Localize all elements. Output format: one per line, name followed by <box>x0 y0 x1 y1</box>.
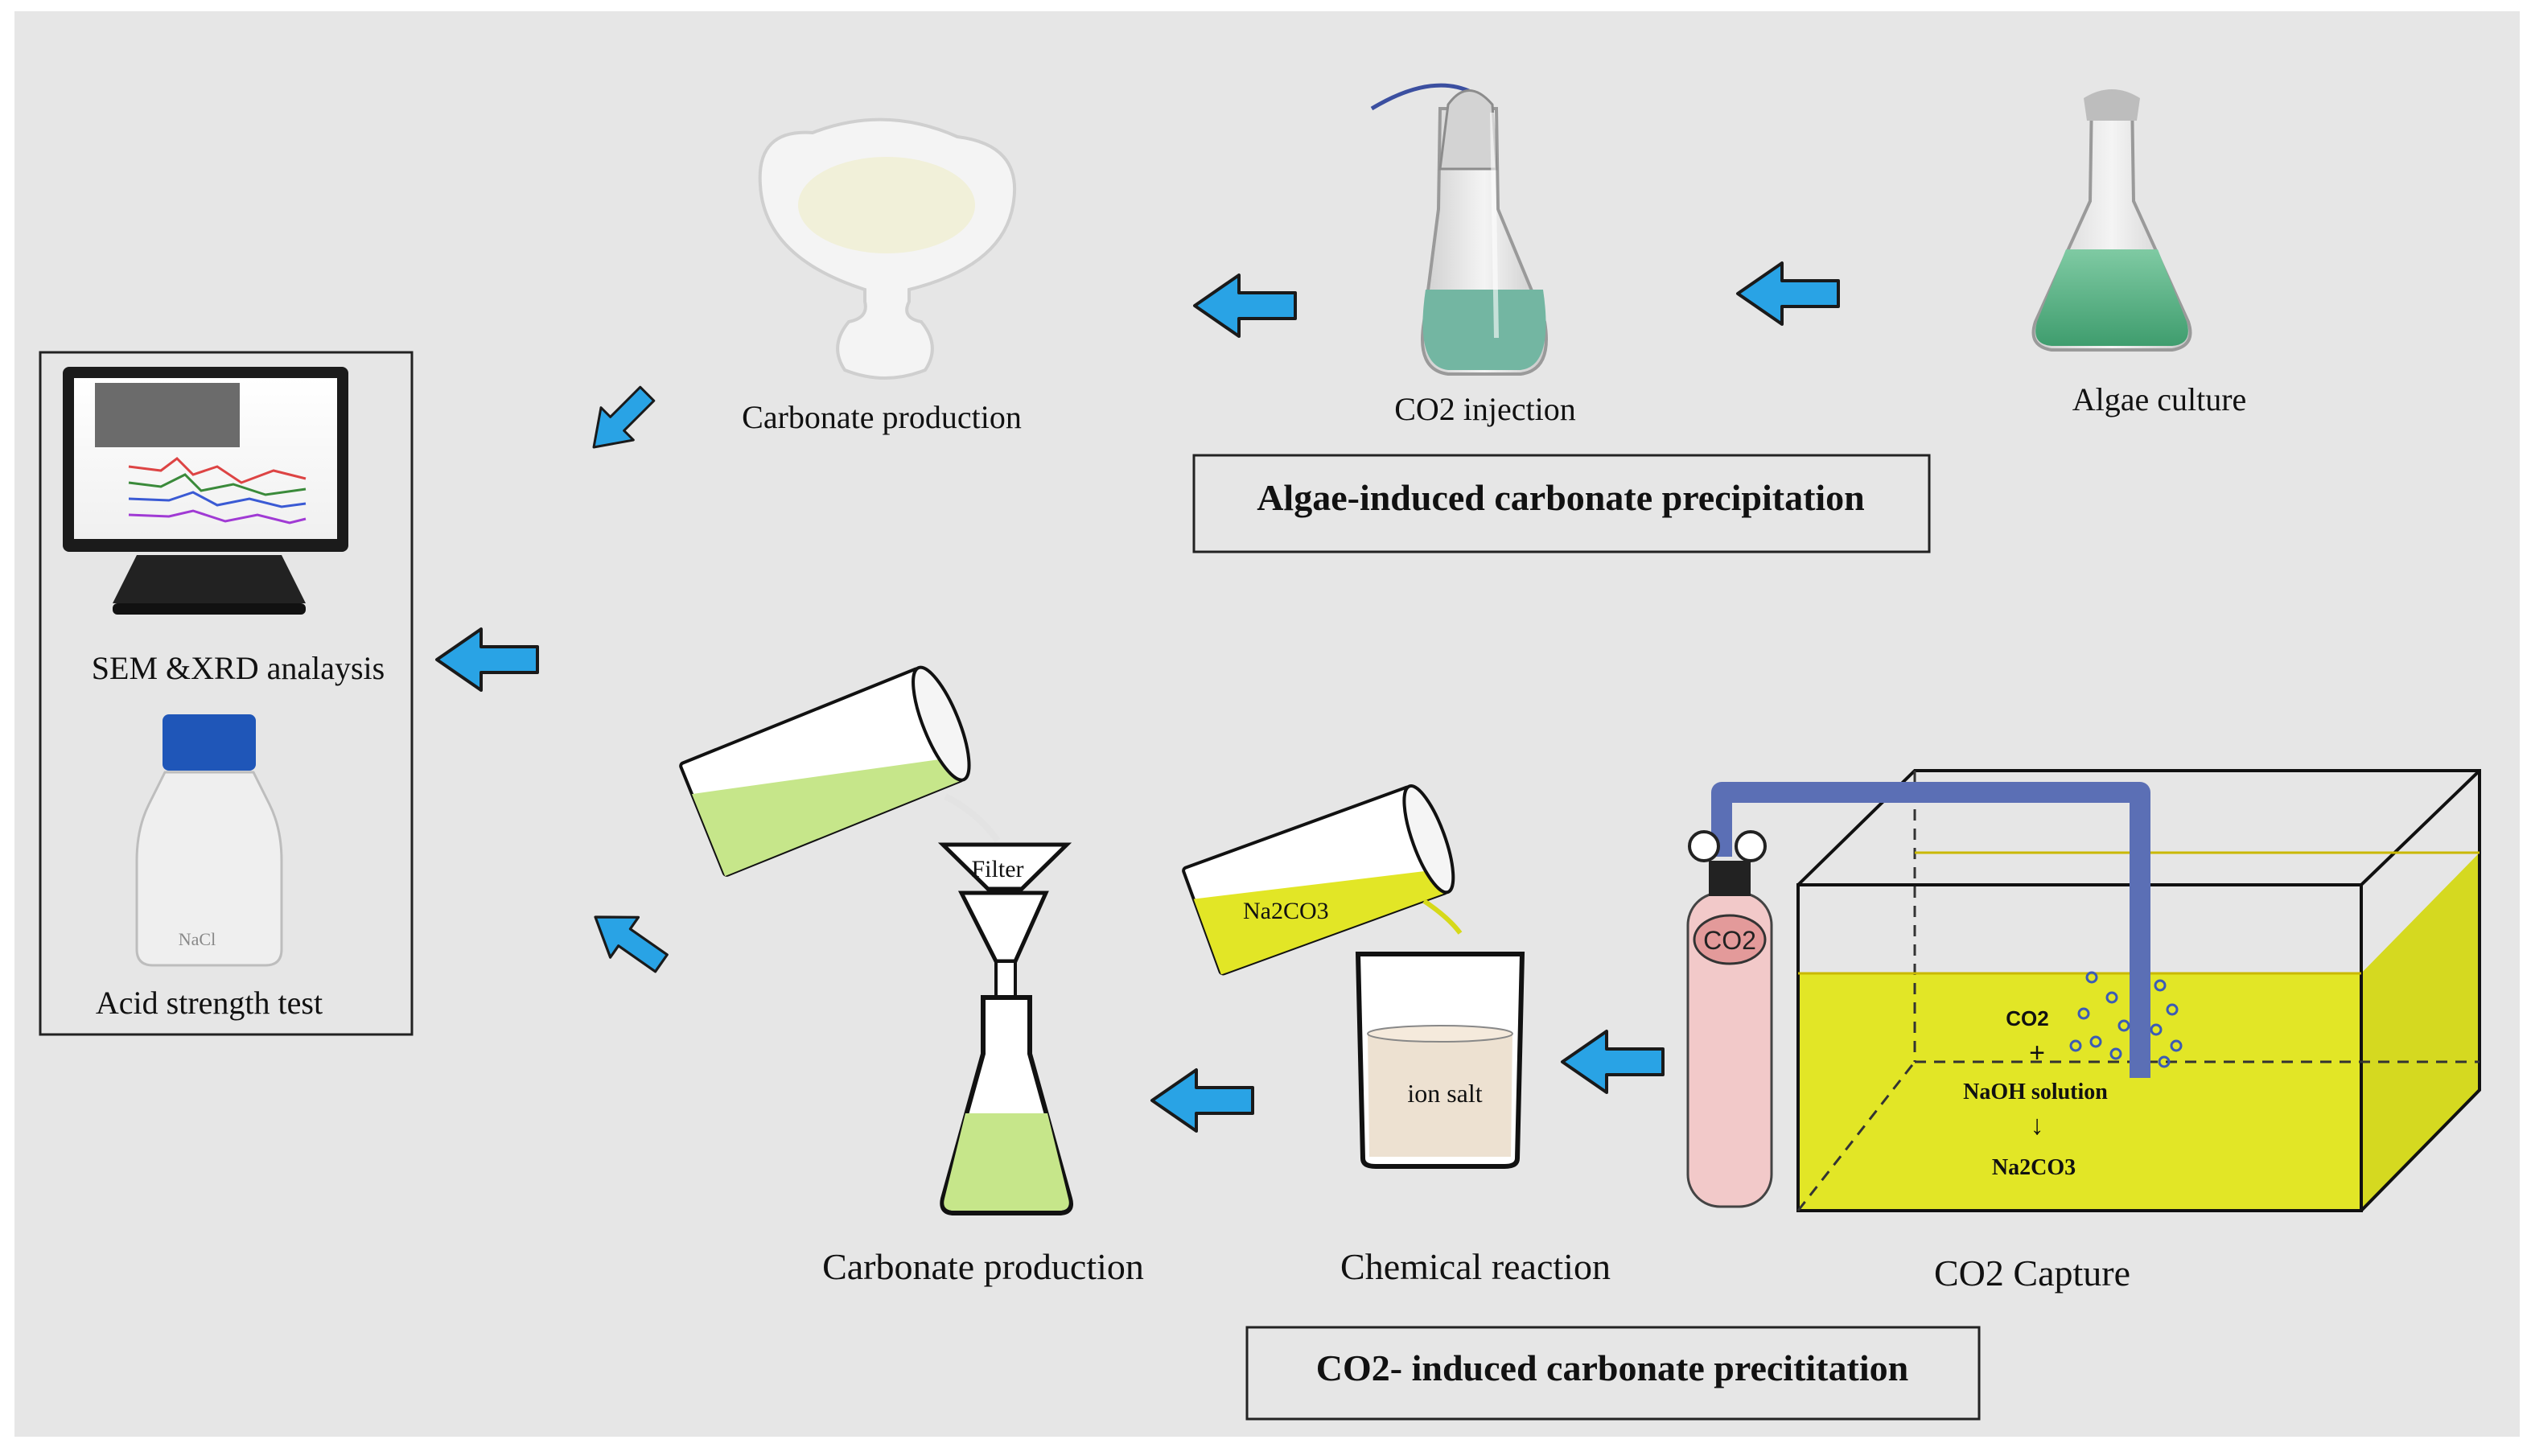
co2-cylinder <box>1686 830 1773 1208</box>
na2co3-pour-stream <box>1422 899 1463 935</box>
na2co3-beaker-label: Na2CO3 <box>1243 898 1329 924</box>
co2-capture-label: CO2 Capture <box>1934 1252 2130 1294</box>
na2co3-pouring-beaker <box>1182 784 1455 976</box>
tank-co2-text: CO2 <box>2006 1006 2048 1030</box>
co2-title: CO2- induced carbonate precititation <box>1316 1347 1908 1388</box>
ion-salt-beaker <box>1355 952 1525 1169</box>
algae-culture-label: Algae culture <box>2072 381 2247 417</box>
tank-plus-text: + <box>2029 1038 2045 1068</box>
algae-carbonate-production-label: Carbonate production <box>742 399 1022 435</box>
co2-injection-flask <box>1370 83 1548 376</box>
algae-title-box <box>1192 454 1931 553</box>
algae-carbonate-production-funnel <box>758 117 1017 380</box>
acid-strength-label: Acid strength test <box>96 985 323 1021</box>
chemical-reaction-label: Chemical reaction <box>1340 1246 1611 1287</box>
co2-title-box <box>1245 1326 1981 1421</box>
filter-label: Filter <box>972 856 1024 882</box>
co2-capture-tank <box>1711 769 2481 1212</box>
filter-funnel-flask <box>937 842 1073 1215</box>
acid-bottle-icon: NaCl <box>135 714 283 967</box>
algae-culture-flask <box>2031 89 2192 352</box>
co2-carbonate-production-label: Carbonate production <box>822 1246 1144 1287</box>
bottle-label: NaCl <box>179 929 216 949</box>
filtrate-pouring-beaker <box>679 665 971 877</box>
tank-naoh-text: NaOH solution <box>1963 1080 2108 1104</box>
ion-salt-label: ion salt <box>1407 1079 1482 1108</box>
cylinder-label: CO2 <box>1703 926 1756 955</box>
sem-xrd-label: SEM &XRD analaysis <box>92 650 385 686</box>
monitor-icon <box>63 367 348 615</box>
co2-injection-label: CO2 injection <box>1394 391 1576 427</box>
tank-product-text: Na2CO3 <box>1992 1155 2076 1180</box>
tank-arrow-text: ↓ <box>2031 1110 2044 1141</box>
algae-title: Algae-induced carbonate precipitation <box>1257 477 1865 518</box>
analysis-box <box>39 351 414 1036</box>
filtrate-pour-stream <box>944 793 1001 843</box>
